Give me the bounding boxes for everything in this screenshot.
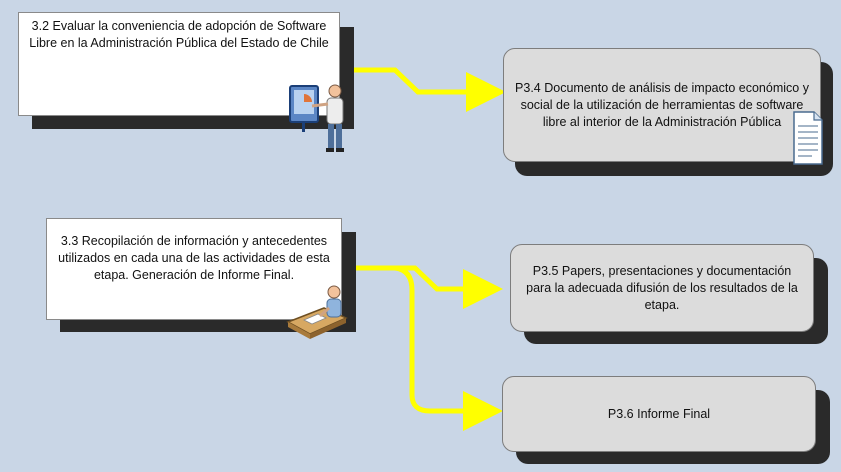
presenter-at-board-icon	[289, 84, 344, 152]
product-box-p34: P3.4 Documento de análisis de impacto ec…	[503, 48, 821, 162]
activity-box-a32: 3.2 Evaluar la conveniencia de adopción …	[18, 12, 340, 116]
product-box-p35: P3.5 Papers, presentaciones y documentac…	[510, 244, 814, 332]
activity-box-a33: 3.3 Recopilación de información y antece…	[46, 218, 342, 320]
product-p35-text: P3.5 Papers, presentaciones y documentac…	[526, 263, 798, 312]
product-p34-text: P3.4 Documento de análisis de impacto ec…	[515, 80, 809, 129]
activity-a32-text: 3.2 Evaluar la conveniencia de adopción …	[29, 19, 329, 50]
connector-a33-p35	[355, 265, 503, 309]
product-box-p36: P3.6 Informe Final	[502, 376, 816, 452]
activity-a33-text: 3.3 Recopilación de información y antece…	[58, 234, 330, 282]
person-at-desk-icon	[286, 285, 348, 339]
product-p36-text: P3.6 Informe Final	[607, 406, 711, 421]
connector-a32-p34	[340, 67, 506, 112]
document-icon	[793, 111, 823, 165]
connector-a33-p36	[355, 265, 503, 431]
